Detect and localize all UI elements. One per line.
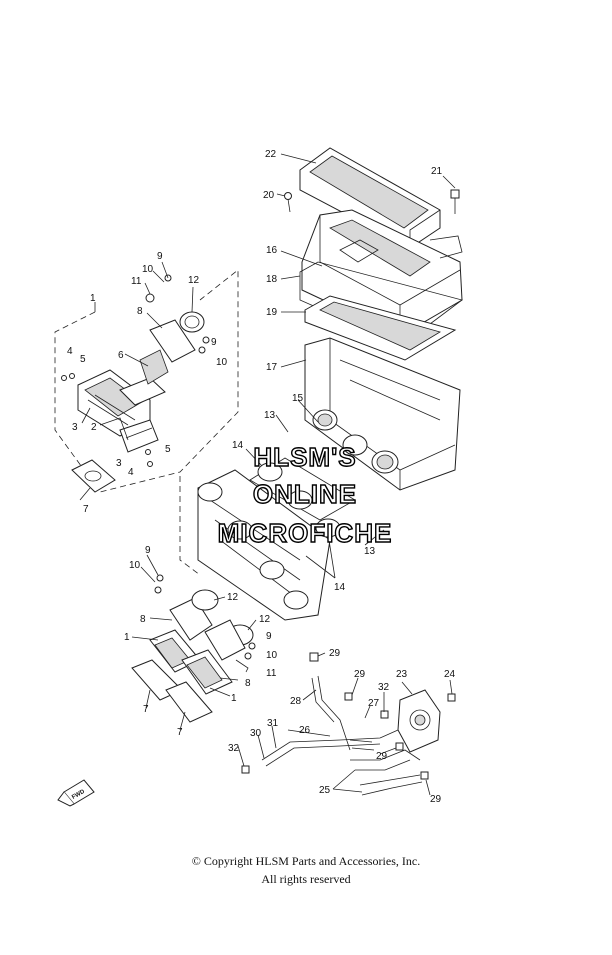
air-filter-element (304, 295, 457, 361)
airbox-boots (312, 409, 399, 474)
callout-8-b: 8 (140, 614, 146, 625)
callout-7-a: 7 (83, 504, 89, 515)
callout-16: 16 (266, 245, 278, 256)
callout-29-d: 29 (430, 794, 442, 805)
reed-gaskets-lower (131, 659, 213, 723)
callout-3-a: 3 (72, 422, 78, 433)
carburetor-assembly (197, 457, 356, 621)
reed-stopper-upper (119, 419, 159, 453)
airbox-lower-case (304, 337, 461, 491)
watermark-line-3: MICROFICHE (218, 518, 393, 548)
intake-joints-lower (169, 589, 254, 661)
callout-28: 28 (290, 696, 302, 707)
callout-22: 22 (265, 149, 277, 160)
callout-5-b: 5 (165, 444, 171, 455)
fuel-pump (397, 689, 441, 753)
callout-6-a: 6 (118, 350, 124, 361)
callout-8-a: 8 (137, 306, 143, 317)
callout-13-upper: 13 (264, 410, 276, 421)
callout-9-d: 9 (266, 631, 272, 642)
callout-21: 21 (431, 166, 443, 177)
callout-3-b: 3 (116, 458, 122, 469)
callout-4-a: 4 (67, 346, 73, 357)
callout-15: 15 (292, 393, 304, 404)
group-outline-middle (179, 476, 201, 576)
callout-10-d: 10 (266, 650, 278, 661)
bolt-21 (450, 189, 460, 214)
callout-29-c: 29 (376, 751, 388, 762)
callout-27: 27 (368, 698, 380, 709)
callout-12-c: 12 (259, 614, 271, 625)
callout-32-b: 32 (228, 743, 240, 754)
callout-29-a: 29 (329, 648, 341, 659)
small-hardware-lower (154, 574, 256, 673)
callout-10-b: 10 (216, 357, 228, 368)
callout-18: 18 (266, 274, 278, 285)
screw-20 (284, 192, 292, 213)
callout-10-c: 10 (129, 560, 141, 571)
callout-11-d: 11 (266, 668, 277, 679)
callout-19: 19 (266, 307, 278, 318)
callout-1-a: 1 (90, 293, 96, 304)
reed-valves-lower (149, 629, 233, 695)
callout-31: 31 (267, 718, 279, 729)
callout-7-b: 7 (143, 704, 149, 715)
front-direction-arrow: FWD (57, 779, 95, 807)
callout-9-b: 9 (211, 337, 217, 348)
reed-gasket-upper (71, 459, 116, 493)
callout-7-c: 7 (177, 727, 183, 738)
callout-13-lower: 13 (364, 546, 376, 557)
callout-4-b: 4 (128, 467, 134, 478)
callout-26: 26 (299, 725, 311, 736)
carb-joints-14 (257, 462, 341, 538)
callout-14-upper: 14 (232, 440, 244, 451)
rights-reserved: All rights reserved (261, 872, 351, 886)
callout-9-a: 9 (157, 251, 163, 262)
callout-8-c: 8 (245, 678, 251, 689)
leader-lines (79, 153, 456, 796)
watermark-line-1: HLSM'S (253, 442, 356, 472)
callout-14-lower: 14 (334, 582, 346, 593)
callout-labels: 22 21 20 16 18 19 17 15 13 13 14 14 9 10… (67, 149, 456, 805)
hose-clamps (241, 652, 456, 780)
callout-17: 17 (266, 362, 278, 373)
callout-20: 20 (263, 190, 275, 201)
watermark: HLSM'S ONLINE MICROFICHE (217, 441, 393, 548)
watermark-line-2: ONLINE (253, 479, 357, 509)
fuel-hoses (261, 675, 423, 796)
callout-23: 23 (396, 669, 408, 680)
small-hardware-upper (61, 274, 210, 467)
callout-12-a: 12 (188, 275, 200, 286)
callout-24: 24 (444, 669, 456, 680)
callout-5-a: 5 (80, 354, 86, 365)
callout-2-a: 2 (91, 422, 97, 433)
callout-12-b: 12 (227, 592, 239, 603)
callout-11-a: 11 (131, 276, 142, 287)
callout-10-a: 10 (142, 264, 154, 275)
callout-32-a: 32 (378, 682, 390, 693)
callout-25: 25 (319, 785, 331, 796)
callout-1-b: 1 (124, 632, 130, 643)
callout-29-b: 29 (354, 669, 366, 680)
copyright-notice: © Copyright HLSM Parts and Accessories, … (191, 854, 421, 868)
callout-9-c: 9 (145, 545, 151, 556)
group-outline-upper (54, 269, 239, 493)
intake-joint-upper (139, 311, 205, 385)
callout-30: 30 (250, 728, 262, 739)
callout-1-c: 1 (231, 693, 237, 704)
